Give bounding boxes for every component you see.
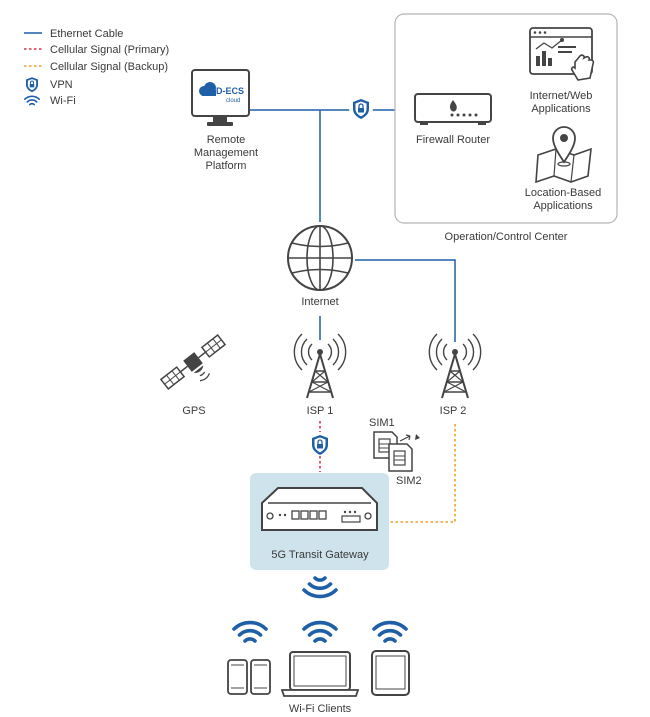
cloud-logo-subtext: cloud (226, 98, 240, 104)
internet-label: Internet (301, 296, 338, 308)
clients-label: Wi-Fi Clients (289, 703, 352, 715)
gps-label: GPS (182, 405, 205, 417)
legend-ethernet-label: Ethernet Cable (50, 28, 123, 40)
gps: GPS (159, 334, 227, 417)
tower-icon (293, 333, 347, 399)
wifi-icon (302, 576, 338, 599)
gateway: 5G Transit Gateway (250, 473, 389, 570)
isp2: ISP 2 (428, 333, 482, 417)
gateway-label: 5G Transit Gateway (271, 549, 369, 561)
globe-icon (287, 225, 353, 291)
phone-icon (227, 659, 248, 695)
cloud-logo-text: D-ECS (216, 86, 244, 96)
wifi-icon (23, 95, 41, 106)
loc-label-2: Applications (533, 200, 593, 212)
router-icon (261, 487, 378, 531)
wifi-clients: Wi-Fi Clients (227, 620, 410, 715)
sim1-label: SIM1 (369, 417, 395, 429)
wifi-icon (232, 620, 268, 643)
isp1: ISP 1 (293, 333, 347, 417)
rmp-label-2: Management (194, 147, 258, 159)
cloud-logo-icon (199, 82, 216, 96)
vpn-shield-icon (308, 432, 332, 456)
sim2-label: SIM2 (396, 475, 422, 487)
tower-icon (428, 333, 482, 399)
sim-card-icon (388, 443, 413, 472)
web-label-2: Applications (531, 103, 591, 115)
wifi-icon (302, 620, 338, 643)
legend-cell-primary-label: Cellular Signal (Primary) (50, 44, 169, 56)
remote-management-platform: D-ECS cloud Remote Management Platform (191, 69, 258, 172)
web-applications: Internet/Web Applications (529, 27, 595, 115)
legend-cell-backup-label: Cellular Signal (Backup) (50, 61, 168, 73)
rmp-label-1: Remote (207, 134, 246, 146)
legend-wifi-label: Wi-Fi (50, 95, 76, 107)
laptop-icon (280, 651, 360, 697)
satellite-icon (159, 334, 227, 390)
cellular-backup-link (389, 424, 456, 523)
location-applications: Location-Based Applications (525, 126, 601, 212)
occ-label: Operation/Control Center (445, 231, 568, 243)
isp1-label: ISP 1 (307, 405, 334, 417)
vpn-shield-icon (349, 96, 373, 120)
firewall-label: Firewall Router (416, 134, 490, 146)
sim-cards: SIM1 SIM2 (369, 417, 422, 487)
phone-icon (250, 659, 271, 695)
internet: Internet (287, 225, 353, 308)
vpn-shield-icon (25, 76, 39, 93)
firewall-router: Firewall Router (414, 93, 492, 146)
web-label-1: Internet/Web (530, 90, 593, 102)
tablet-icon (371, 650, 410, 696)
rmp-label-3: Platform (206, 160, 247, 172)
map-pin-icon (535, 126, 592, 184)
legend: Ethernet Cable Cellular Signal (Primary)… (23, 28, 169, 107)
wifi-icon (372, 620, 408, 643)
monitor-icon: D-ECS cloud (191, 69, 250, 126)
legend-vpn-label: VPN (50, 79, 73, 91)
router-icon (414, 93, 492, 125)
isp2-label: ISP 2 (440, 405, 467, 417)
web-chart-icon (529, 27, 595, 81)
loc-label-1: Location-Based (525, 187, 601, 199)
